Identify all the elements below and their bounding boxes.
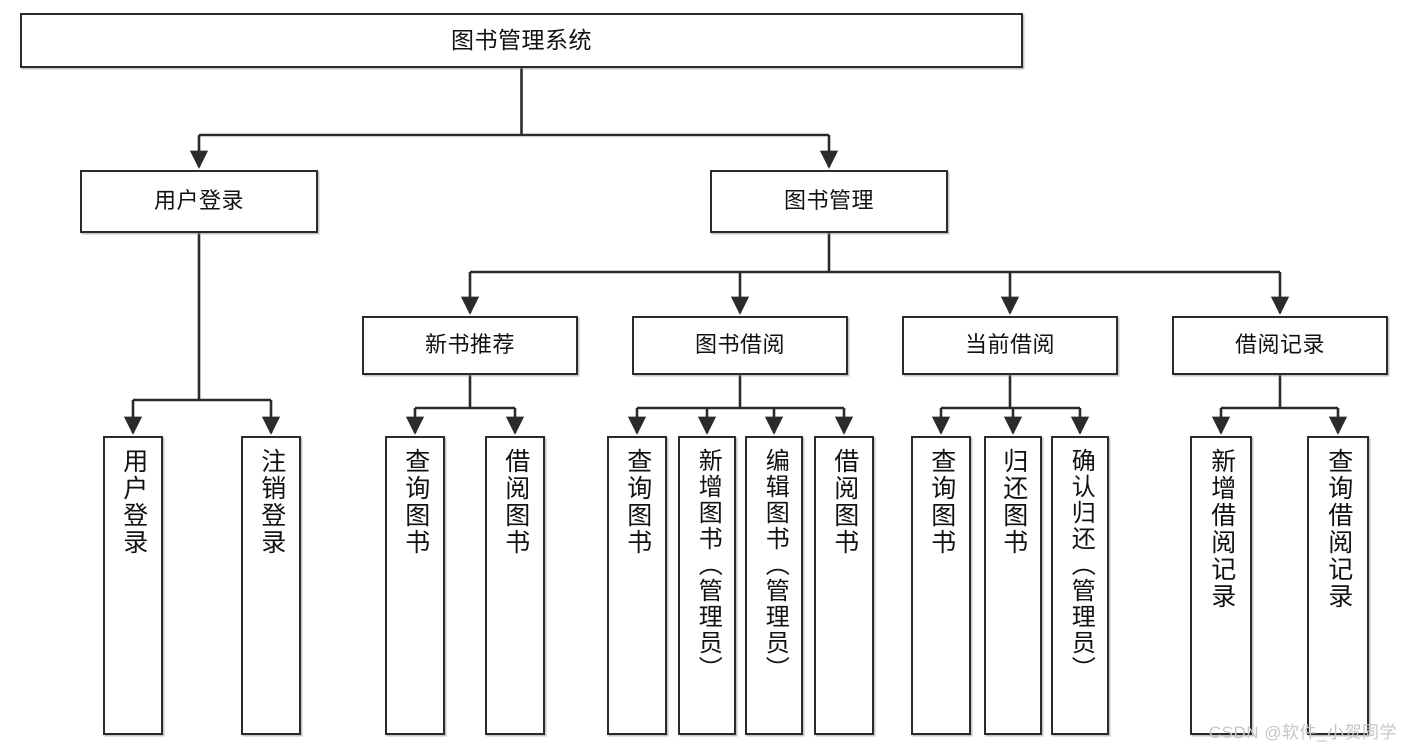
node-new-book-recommend[interactable]: 新书推荐	[362, 316, 578, 375]
node-label: 当前借阅	[964, 332, 1055, 358]
node-label: 归还图书	[999, 448, 1028, 556]
node-label: 查询图书	[623, 448, 652, 556]
node-label: 查询图书	[401, 448, 430, 556]
node-leaf-return-book[interactable]: 归还图书	[984, 436, 1042, 735]
node-label: 图书借阅	[694, 332, 785, 358]
node-label: 新增借阅记录	[1207, 448, 1236, 610]
node-book-manage[interactable]: 图书管理	[710, 170, 948, 233]
node-label: 确认归还（管理员）	[1067, 448, 1095, 682]
node-leaf-borrow-book-1[interactable]: 借阅图书	[485, 436, 545, 735]
node-label: 借阅记录	[1234, 332, 1325, 358]
node-label: 新书推荐	[424, 332, 515, 358]
node-root[interactable]: 图书管理系统	[20, 13, 1023, 68]
node-label: 用户登录	[119, 448, 148, 556]
node-label: 图书管理	[783, 188, 874, 214]
node-leaf-logout[interactable]: 注销登录	[241, 436, 301, 735]
node-label: 注销登录	[257, 448, 286, 556]
node-borrow-record[interactable]: 借阅记录	[1172, 316, 1388, 375]
node-user-login[interactable]: 用户登录	[80, 170, 318, 233]
watermark-text: CSDN @软件_小贺同学	[1208, 723, 1397, 742]
node-leaf-query-book-3[interactable]: 查询图书	[911, 436, 971, 735]
node-label: 用户登录	[153, 188, 244, 214]
node-label: 图书管理系统	[451, 26, 592, 53]
node-leaf-confirm-return[interactable]: 确认归还（管理员）	[1051, 436, 1109, 735]
node-leaf-add-record[interactable]: 新增借阅记录	[1190, 436, 1252, 735]
node-current-borrow[interactable]: 当前借阅	[902, 316, 1118, 375]
node-label: 借阅图书	[501, 448, 530, 556]
node-leaf-query-book-1[interactable]: 查询图书	[385, 436, 445, 735]
node-label: 查询借阅记录	[1324, 448, 1353, 610]
node-leaf-query-record[interactable]: 查询借阅记录	[1307, 436, 1369, 735]
node-label: 借阅图书	[830, 448, 859, 556]
node-leaf-user-login[interactable]: 用户登录	[103, 436, 163, 735]
node-leaf-add-book[interactable]: 新增图书（管理员）	[678, 436, 736, 735]
node-book-borrow[interactable]: 图书借阅	[632, 316, 848, 375]
node-label: 编辑图书（管理员）	[761, 448, 789, 682]
node-leaf-query-book-2[interactable]: 查询图书	[607, 436, 667, 735]
node-leaf-edit-book[interactable]: 编辑图书（管理员）	[745, 436, 803, 735]
node-leaf-borrow-book-2[interactable]: 借阅图书	[814, 436, 874, 735]
node-label: 查询图书	[927, 448, 956, 556]
node-label: 新增图书（管理员）	[694, 448, 722, 682]
